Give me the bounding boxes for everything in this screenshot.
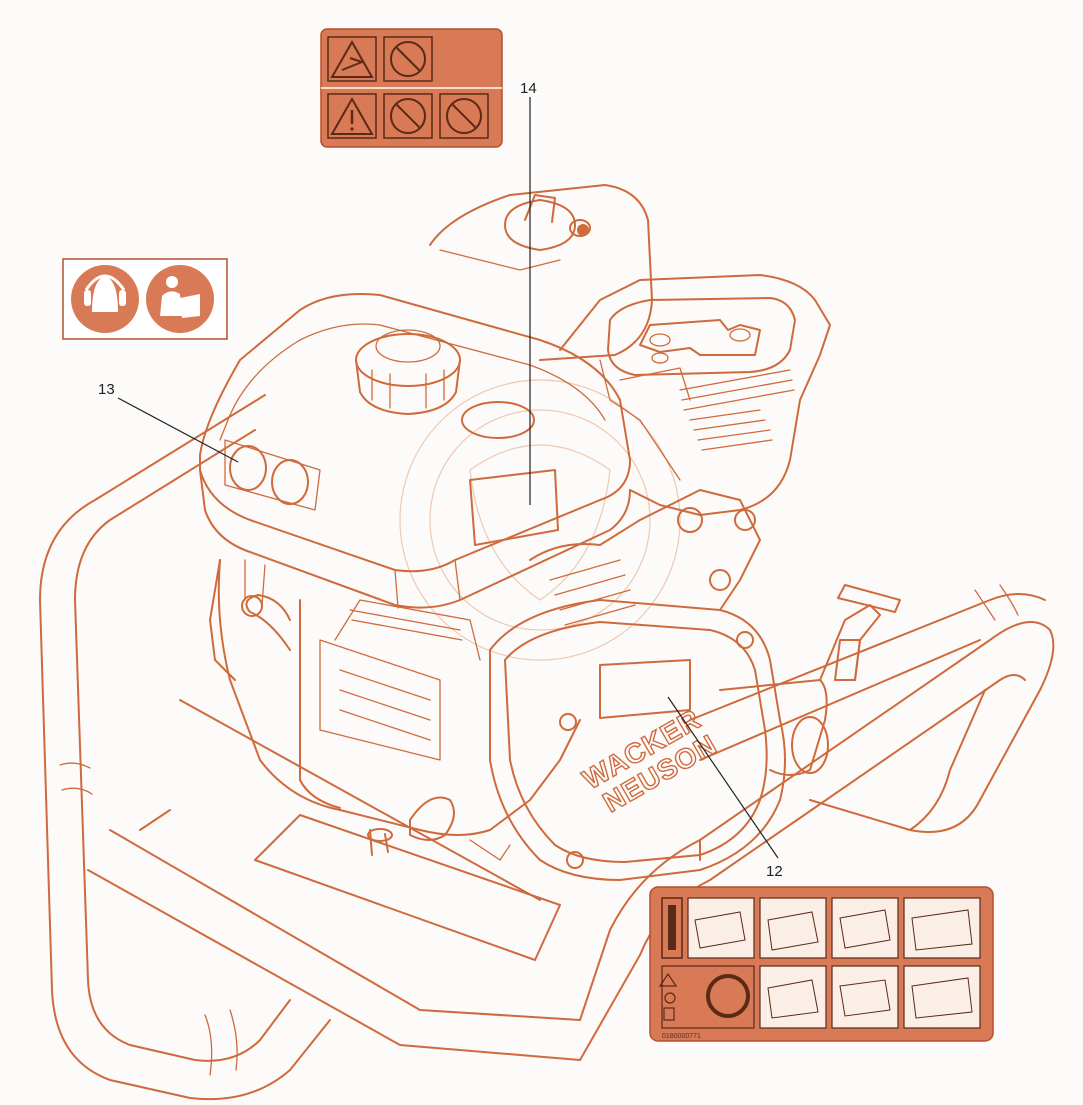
tube-frame — [39, 394, 1055, 1101]
decal-warning-top — [320, 28, 503, 148]
callout-13: 13 — [98, 381, 115, 398]
callout-12: 12 — [766, 863, 783, 880]
callout-14: 14 — [520, 80, 537, 97]
leader-13 — [117, 397, 239, 463]
decal-ppe — [62, 258, 228, 340]
leader-12 — [667, 696, 779, 859]
warning-triangle-icon — [327, 93, 377, 139]
no-fuel-spill-icon — [383, 93, 433, 139]
no-fire-icon — [439, 93, 489, 139]
decal-instructions: 0180000771 — [649, 886, 994, 1042]
cut-hazard-icon — [327, 36, 377, 82]
engine — [199, 184, 831, 861]
leader-lines — [117, 97, 779, 859]
watermark — [399, 379, 681, 661]
no-touch-icon — [383, 36, 433, 82]
decal-part-number: 0180000771 — [662, 1033, 701, 1040]
